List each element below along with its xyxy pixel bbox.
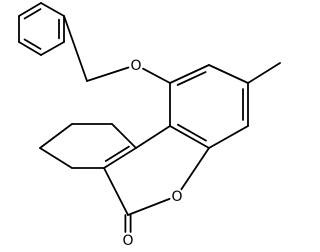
bond-ph2-ph3	[18, 2, 42, 17]
bond-p1-r6	[135, 125, 171, 149]
bond-p2-p1-second-line	[104, 145, 130, 162]
bond-c_co-p2	[103, 167, 129, 216]
atom-label-o-co: O	[122, 233, 133, 249]
bond-o_ring-c_co	[127, 197, 171, 216]
bond-o_ether-r1	[142, 67, 171, 84]
bond-ph6-ph1	[18, 41, 42, 56]
bond-ch2-o_ether	[86, 66, 130, 82]
molecule-structure-diagram: O O O	[18, 2, 281, 249]
bond-ph2-ph3-second-line	[23, 8, 42, 20]
bond-r4-r5	[208, 125, 249, 149]
bond-cy3-cy4	[39, 147, 73, 169]
bond-ph6-ph1-second-line	[23, 38, 42, 50]
atom-labels-layer: O O O	[122, 58, 182, 249]
bond-r5-r6-second-line	[176, 123, 207, 142]
bond-r5-o_ring	[180, 147, 210, 191]
bond-r5-r6	[169, 125, 210, 149]
bond-r3-me	[247, 62, 281, 84]
bond-r2-r3	[208, 64, 249, 84]
bond-cy2-cy3	[39, 123, 73, 149]
bond-r1-r2-second-line	[176, 71, 207, 86]
atom-label-o-ring: O	[171, 189, 182, 205]
bond-ph4-ch2	[63, 15, 88, 82]
bond-ph5-ph6	[40, 41, 65, 56]
bond-r1-r2	[169, 64, 210, 84]
bond-ph3-ph4	[40, 2, 65, 17]
atom-label-o-ether: O	[130, 58, 141, 74]
bond-p1-cy1	[111, 123, 137, 149]
bonds-layer	[18, 2, 281, 233]
bond-p2-p1	[103, 147, 137, 169]
